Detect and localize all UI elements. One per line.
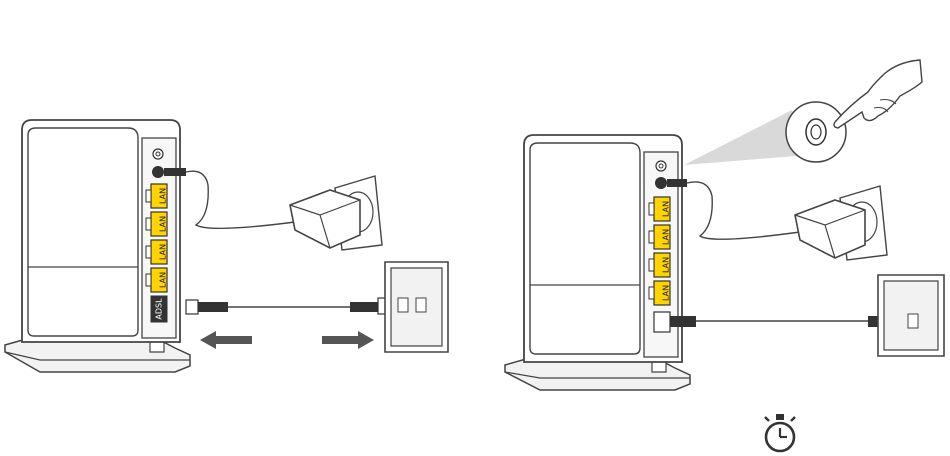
lan-label: LAN <box>159 244 168 260</box>
lan-label: LAN <box>159 216 168 232</box>
pointing-hand-icon <box>834 60 922 128</box>
arrow-left-icon <box>200 331 252 349</box>
left-adsl-port: ADSL <box>151 296 167 322</box>
right-phone-jack <box>878 275 944 356</box>
lan-label: LAN <box>159 188 168 204</box>
left-adsl-cable <box>186 298 390 314</box>
stopwatch-icon <box>765 414 795 451</box>
adsl-label: ADSL <box>155 298 164 320</box>
lan-label: LAN <box>662 285 671 301</box>
left-power-cable <box>186 171 295 228</box>
arrow-right-icon <box>322 331 374 349</box>
power-button-icon <box>786 102 846 162</box>
lan-label: LAN <box>662 257 671 273</box>
right-power-button <box>656 161 666 171</box>
right-adsl-cable <box>696 314 900 329</box>
left-phone-jack <box>385 262 448 352</box>
lan-label: LAN <box>159 272 168 288</box>
right-power-adapter <box>795 200 865 258</box>
left-power-adapter <box>290 190 360 248</box>
lan-label: LAN <box>662 201 671 217</box>
right-power-cable <box>687 182 800 239</box>
lan-label: LAN <box>662 229 671 245</box>
right-step-panel: LAN LAN LAN LAN <box>505 60 944 451</box>
left-step-panel: LAN LAN LAN LAN ADSL <box>5 120 448 372</box>
left-power-button <box>153 149 163 159</box>
